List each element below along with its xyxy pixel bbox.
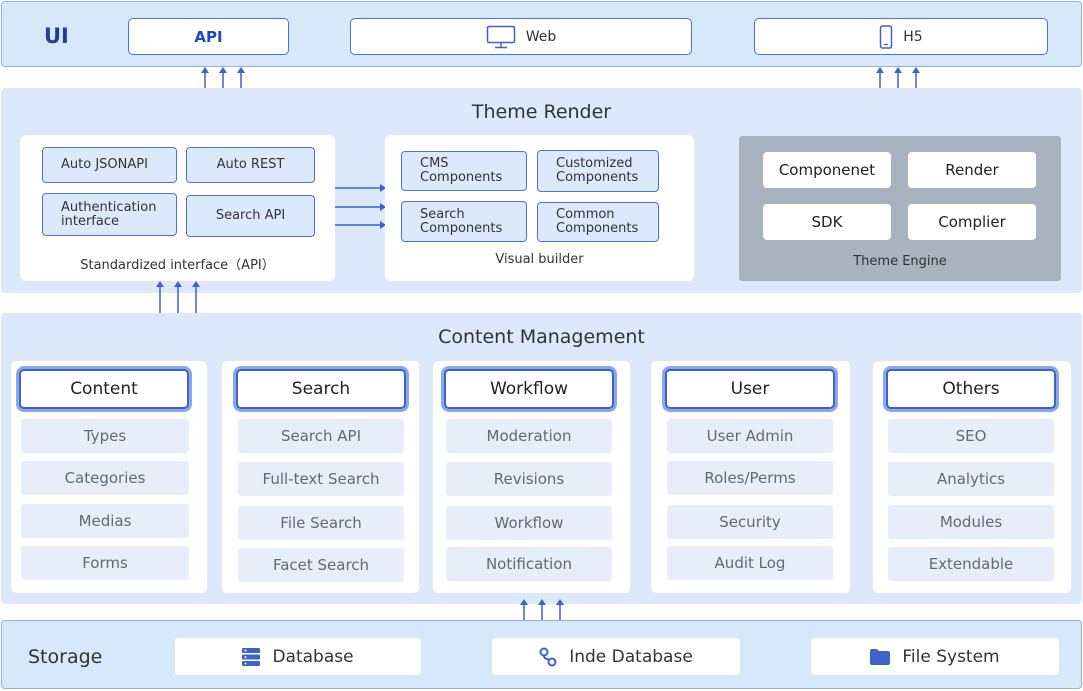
folder-icon [870,648,891,665]
list-item: SEO [888,419,1054,453]
customized-components-chip: Customized Components [537,150,659,192]
web-box: Web [350,18,692,55]
up-arrows-bottom [520,599,564,620]
up-arrows-middle [156,281,200,313]
render-box: Render [908,152,1036,188]
list-item: Workflow [446,506,612,540]
mobile-phone-icon [879,24,893,49]
inde-database-box: Inde Database [492,638,740,675]
database-box: Database [175,638,421,675]
web-label: Web [525,28,557,45]
h5-box: H5 [754,18,1048,55]
others-column: Others SEO Analytics Modules Extendable [873,361,1071,593]
list-item: Analytics [888,462,1054,496]
search-api-chip: Search API [186,195,315,237]
list-item: Categories [21,461,189,495]
database-label: Database [272,646,354,667]
list-item: Forms [21,546,189,580]
up-arrows-left [201,67,245,88]
h5-label: H5 [903,28,923,45]
ui-layer: UI API Web H5 [1,1,1082,67]
search-column-head: Search [236,369,406,409]
user-column: User User Admin Roles/Perms Security Aud… [651,361,850,593]
api-box: API [128,18,289,55]
list-item: Notification [446,547,612,581]
list-item: Roles/Perms [667,461,833,495]
storage-title: Storage [28,646,103,668]
file-system-label: File System [902,646,1000,667]
list-item: User Admin [667,419,833,453]
list-item: File Search [238,506,404,540]
list-item: Search API [238,419,404,453]
user-column-head: User [665,369,835,409]
content-management-title: Content Management [438,326,645,348]
content-column: Content Types Categories Medias Forms [11,361,207,593]
cms-components-chip: CMS Components [401,151,527,191]
authentication-interface-chip: Authentication interface [42,193,177,236]
list-item: Audit Log [667,546,833,580]
list-item: Moderation [446,419,612,453]
right-arrows [335,184,386,229]
others-column-head: Others [886,369,1056,409]
search-column: Search Search API Full-text Search File … [222,361,419,593]
list-item: Facet Search [238,548,404,582]
theme-render-title: Theme Render [471,101,612,123]
sdk-box: SDK [763,204,891,240]
api-label: API [194,27,223,46]
standardized-interface-label: Standardized interface（API） [80,258,275,273]
monitor-icon [486,25,516,49]
linked-database-icon [539,647,557,667]
list-item: Full-text Search [238,462,404,496]
workflow-column-head: Workflow [444,369,614,409]
list-item: Types [21,419,189,453]
ui-layer-title: UI [44,24,69,48]
auto-rest-chip: Auto REST [186,147,315,183]
common-components-chip: Common Components [537,202,659,242]
standardized-interface-panel: Auto JSONAPI Auto REST Authentication in… [20,135,335,281]
visual-builder-label: Visual builder [495,252,584,267]
workflow-column: Workflow Moderation Revisions Workflow N… [433,361,630,593]
complier-box: Complier [908,204,1036,240]
theme-engine-label: Theme Engine [853,254,947,269]
list-item: Security [667,505,833,539]
visual-builder-panel: CMS Components Customized Components Sea… [385,135,694,281]
componenet-box: Componenet [763,152,891,188]
auto-jsonapi-chip: Auto JSONAPI [42,147,177,183]
up-arrows-right [876,67,920,88]
search-components-chip: Search Components [401,201,527,242]
database-icon [242,647,261,666]
list-item: Revisions [446,462,612,496]
theme-engine-panel: Componenet Render SDK Complier Theme Eng… [739,136,1061,281]
list-item: Modules [888,505,1054,539]
list-item: Medias [21,504,189,538]
content-column-head: Content [19,369,189,409]
storage-layer: Storage Database Inde Database File Syst… [1,620,1082,689]
file-system-box: File System [811,638,1059,675]
list-item: Extendable [888,547,1054,581]
inde-database-label: Inde Database [569,646,693,667]
